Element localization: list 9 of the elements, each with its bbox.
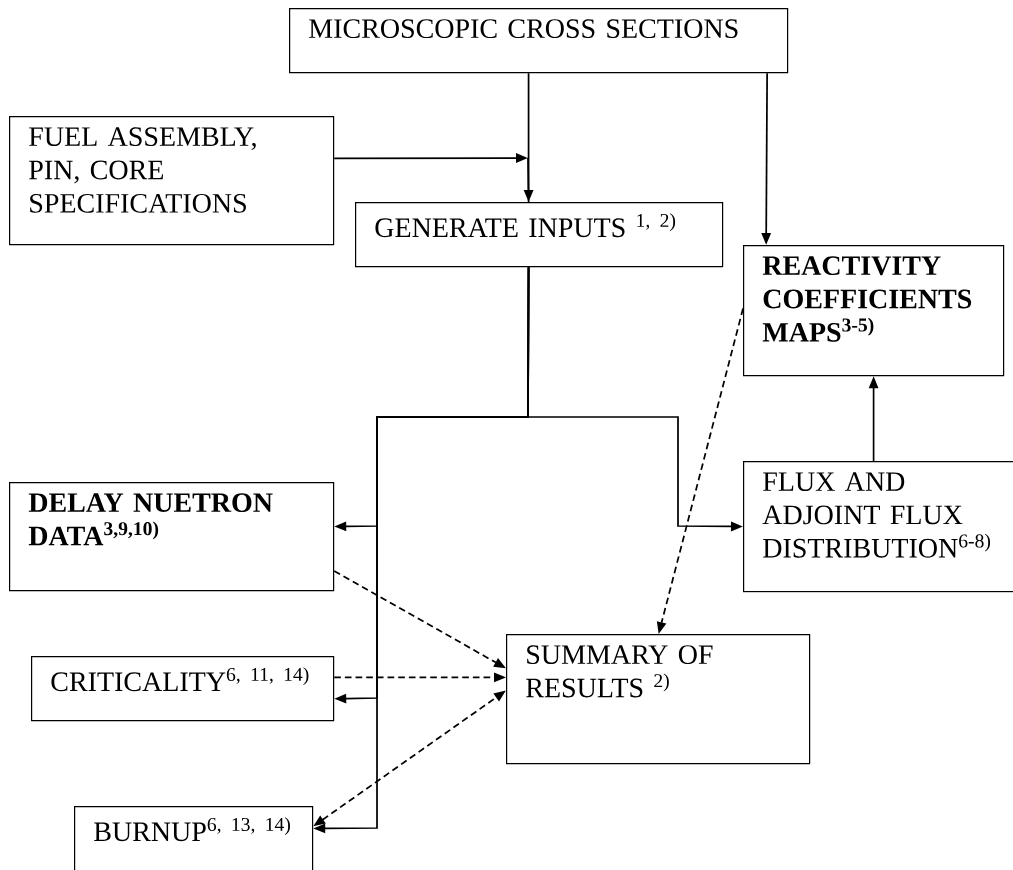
summary-box: SUMMARY OF RESULTS $^{2)}$ — [506, 634, 811, 765]
process-box: GENERATE INPUTS $^{1, 2)}$ — [355, 202, 724, 268]
output-box: FLUX AND ADJOINT FLUX DISTRIBUTION$^{6-8)}$ — [743, 461, 1013, 593]
output-box: BURNUP$^{6, 13, 14)}$ — [74, 806, 314, 870]
output-box: DELAY NUETRON DATA$^{3,9,10)}$ — [9, 482, 335, 592]
output-box: CRITICALITY$^{6, 11, 14)}$ — [31, 656, 335, 722]
output-box: REACTIVITY COEFFICIENTS MAPS$^{3-5)}$ — [743, 245, 1005, 377]
input-box: FUEL ASSEMBLY, PIN, CORE SPECIFICATIONS — [9, 116, 335, 246]
process-box: MICROSCOPIC CROSS SECTIONS — [289, 8, 789, 74]
